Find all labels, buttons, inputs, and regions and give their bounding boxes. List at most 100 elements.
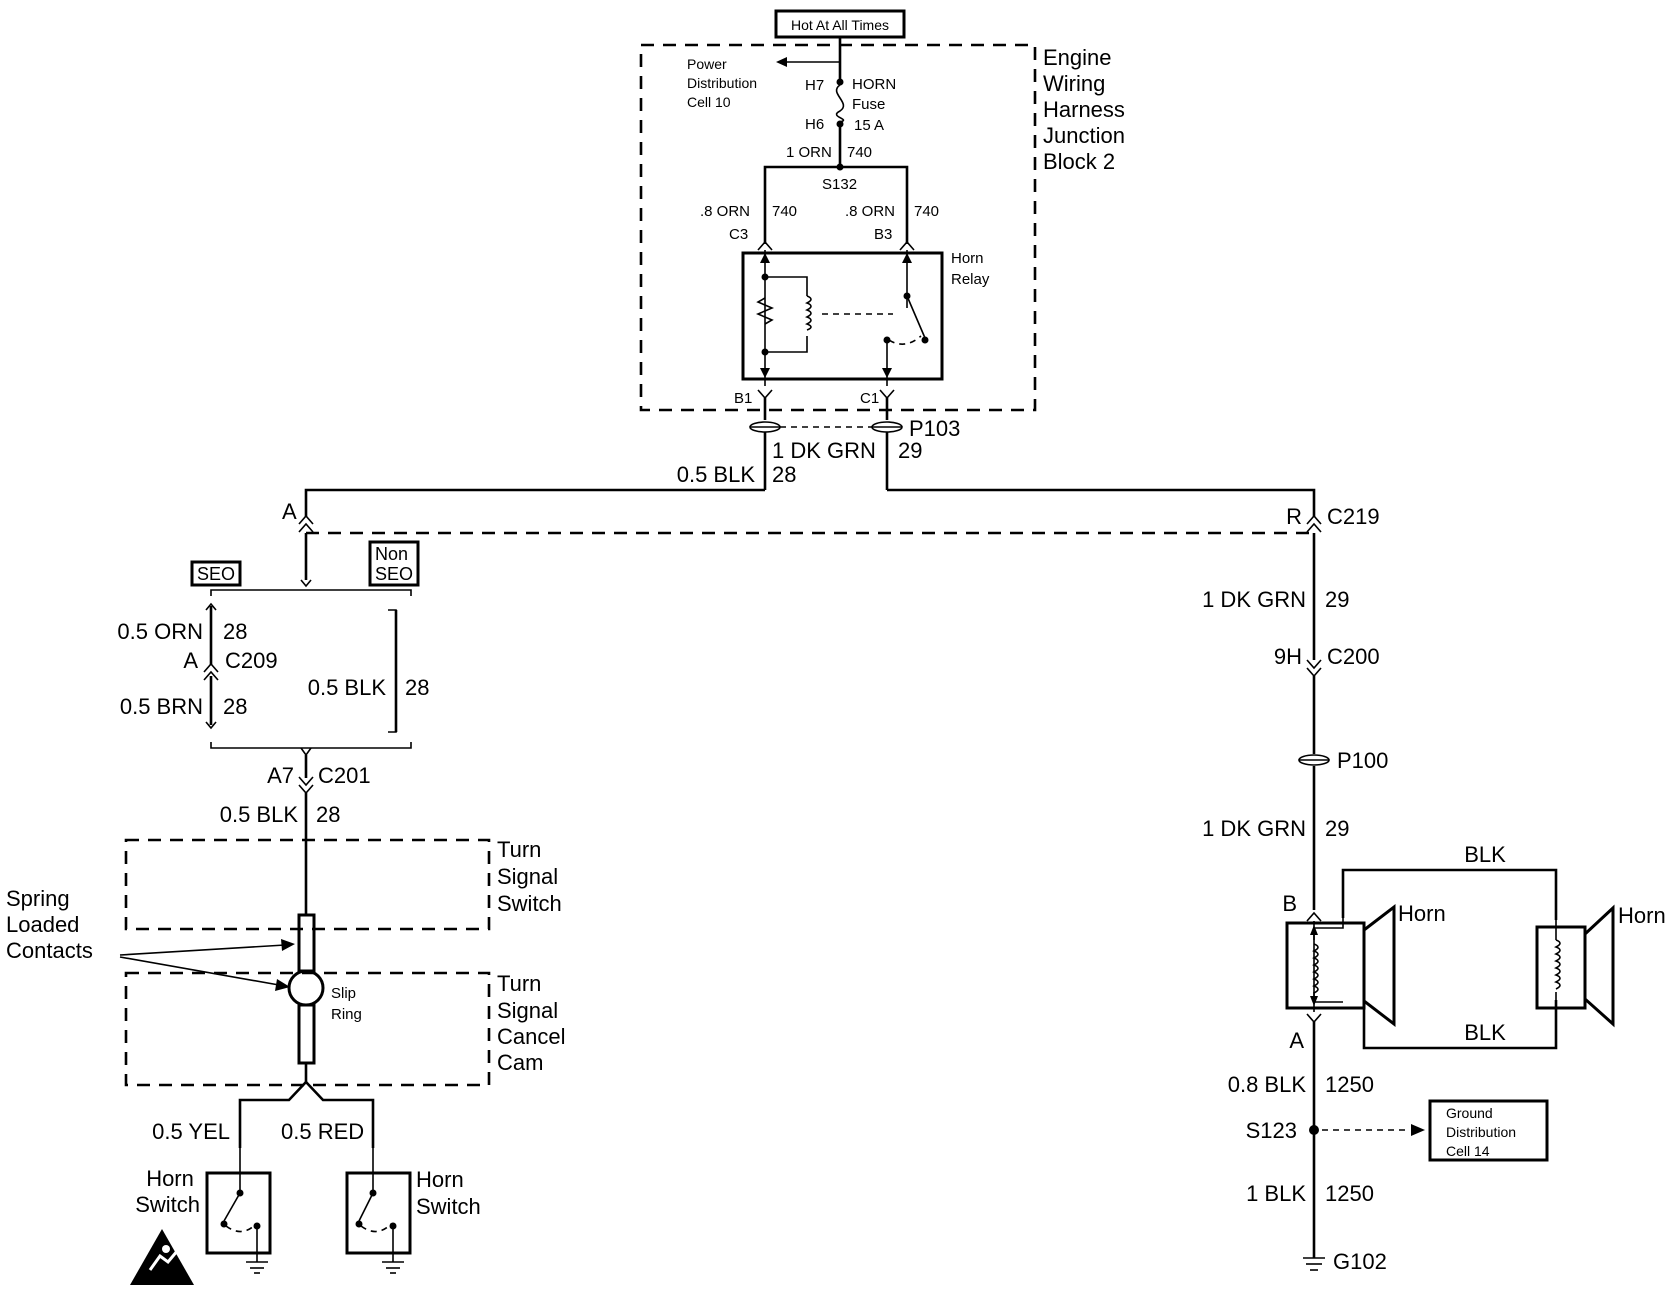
c200-label: C200 <box>1327 644 1380 669</box>
horn-switch-left-label: Horn Switch <box>135 1166 200 1217</box>
fuse-icon <box>835 84 845 123</box>
splice-s123 <box>1309 1125 1319 1135</box>
cancel-cam-outline <box>124 971 491 1087</box>
brn-wire-label: 0.5 BRN <box>120 694 203 719</box>
wire-08blk-label: 0.8 BLK <box>1228 1072 1307 1097</box>
relay-left-circuit-label: 740 <box>772 203 797 220</box>
pin-r-label: R <box>1286 504 1302 529</box>
c209-label: C209 <box>225 648 278 673</box>
feed-circuit-label: 740 <box>847 144 872 161</box>
horn-switch-right[interactable] <box>345 1148 412 1262</box>
c219-label: C219 <box>1327 504 1380 529</box>
connector-a-icon <box>298 514 314 525</box>
pin-c1-label: C1 <box>860 390 879 407</box>
slip-ring <box>287 969 325 1007</box>
column-circuit-label: 28 <box>316 802 340 827</box>
seo-option-bracket <box>210 589 412 596</box>
p100-grommet-icon <box>1298 754 1330 766</box>
blk-circuit-label: 28 <box>772 462 796 487</box>
horn-relay <box>741 250 944 386</box>
ground-symbol-icon <box>382 1261 404 1274</box>
connector-c3-icon <box>757 240 773 251</box>
dkgrn-wire-1-label: 1 DK GRN <box>1202 587 1306 612</box>
pin-9h-label: 9H <box>1274 644 1302 669</box>
power-distribution-ref: Power Distribution Cell 10 <box>687 56 761 110</box>
pointer-arrow-upper <box>119 944 286 956</box>
orn-wire-label: 0.5 ORN <box>117 619 203 644</box>
engine-wiring-harness-junction-block-outline <box>639 43 1037 412</box>
p103-grommet-right-icon <box>871 421 903 433</box>
left-run-wire <box>304 488 765 517</box>
ground-distribution-box <box>1428 1099 1549 1162</box>
pin-a-right-label: A <box>1289 1028 1304 1053</box>
relay-right-wire-label: .8 ORN <box>845 203 895 220</box>
seo-box <box>190 560 242 587</box>
horn-switch-left[interactable] <box>205 1148 272 1262</box>
s132-label: S132 <box>822 176 857 193</box>
c201-label: C201 <box>318 763 371 788</box>
lower-contact <box>297 1003 316 1065</box>
blk-lower-wire <box>1362 1000 1558 1050</box>
merge-bracket <box>210 742 412 749</box>
c209-pin-label: A <box>183 648 198 673</box>
right-arrow-icon <box>1411 1124 1425 1136</box>
cancel-cam-label: Turn Signal Cancel Cam <box>497 971 572 1075</box>
blk-lower-label: BLK <box>1464 1020 1506 1045</box>
svg-text:Hot At All Times: Hot At All Times <box>791 17 889 33</box>
h7-label: H7 <box>805 77 824 94</box>
ground-symbol-icon <box>246 1261 268 1274</box>
s123-label: S123 <box>1246 1118 1297 1143</box>
horn-left <box>1285 903 1396 1028</box>
non-seo-circuit-label: 28 <box>405 675 429 700</box>
connector-c219-icon <box>1306 514 1322 525</box>
circuit-1250-a-label: 1250 <box>1325 1072 1374 1097</box>
hot-at-all-times-box: Hot At All Times <box>774 9 906 39</box>
relay-left-wire-label: .8 ORN <box>700 203 750 220</box>
p103-label: P103 <box>909 416 960 441</box>
red-wire-label: 0.5 RED <box>281 1119 364 1144</box>
pin-b-label: B <box>1282 891 1297 916</box>
pin-b3-label: B3 <box>874 226 892 243</box>
non-seo-box <box>368 540 420 587</box>
s132-branch-wires <box>763 165 909 244</box>
horn-switch-feed-wires <box>238 1080 375 1148</box>
connector-c201-icon <box>298 776 314 787</box>
ground-distribution-label: Ground Distribution Cell 14 <box>1446 1105 1520 1159</box>
dkgrn-circuit-label: 29 <box>898 438 922 463</box>
horn-right <box>1535 904 1615 1028</box>
non-seo-wire-label: 0.5 BLK <box>308 675 387 700</box>
a7-label: A7 <box>267 763 294 788</box>
seo-label: SEO <box>197 564 235 584</box>
arrowhead-lower-icon <box>275 979 290 991</box>
horn-left-label: Horn <box>1398 901 1446 926</box>
horn-right-label: Horn <box>1618 903 1666 928</box>
arrowhead-upper-icon <box>281 939 295 951</box>
spring-loaded-contact <box>297 913 316 973</box>
spring-loaded-contacts-label: Spring Loaded Contacts <box>6 886 93 963</box>
connector-a-right-icon <box>1306 1013 1322 1024</box>
orn-circuit-label: 28 <box>223 619 247 644</box>
slip-ring-label: Slip Ring <box>331 985 362 1023</box>
horn-switch-right-label: Horn Switch <box>416 1167 481 1219</box>
esd-warning-icon <box>130 1229 194 1285</box>
p100-label: P100 <box>1337 748 1388 773</box>
right-run-wire <box>887 488 1316 517</box>
dkgrn-wire-2-label: 1 DK GRN <box>1202 816 1306 841</box>
connector-c209-icon <box>203 662 219 673</box>
connector-c200-icon <box>1306 659 1322 670</box>
junction-block-label: Engine Wiring Harness Junction Block 2 <box>1043 45 1131 174</box>
circuit-1250-b-label: 1250 <box>1325 1181 1374 1206</box>
fuse-terminal-h7 <box>836 78 844 86</box>
p103-grommet-left-icon <box>749 421 781 433</box>
wire-1blk-label: 1 BLK <box>1246 1181 1306 1206</box>
connector-c1-icon <box>879 389 895 400</box>
dkgrn-circuit-1-label: 29 <box>1325 587 1349 612</box>
blk-wire-label: 0.5 BLK <box>677 462 756 487</box>
non-seo-label: Non SEO <box>375 544 413 584</box>
g102-label: G102 <box>1333 1249 1387 1274</box>
blk-upper-wire <box>1341 868 1558 920</box>
pin-c3-label: C3 <box>729 226 748 243</box>
dkgrn-circuit-2-label: 29 <box>1325 816 1349 841</box>
fuse-terminal-h6 <box>836 120 844 128</box>
